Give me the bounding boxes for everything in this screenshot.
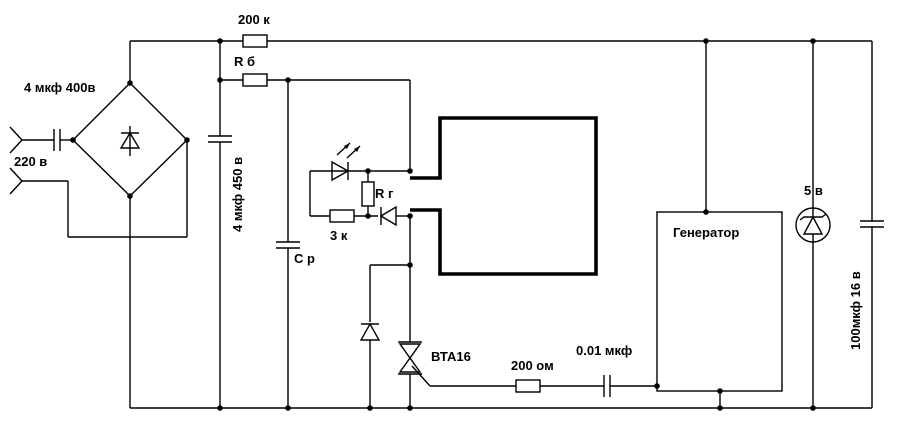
mains-input — [9, 126, 73, 195]
resistor-rg-label: R г — [375, 186, 394, 201]
vertical-diode-icon — [359, 322, 381, 341]
indicator-network — [309, 142, 413, 227]
capacitor-100uf — [860, 41, 884, 408]
load-element — [410, 116, 598, 276]
capacitor-cp — [276, 80, 300, 411]
diode-icon — [379, 205, 397, 227]
triac-circuit — [359, 216, 660, 411]
triac-label: ВТА16 — [431, 349, 471, 364]
mains-voltage-label: 220 в — [14, 154, 47, 169]
resistor-rg — [361, 181, 375, 207]
resistor-3k-label: 3 к — [330, 228, 348, 243]
light-emission-icon — [336, 142, 361, 159]
triac-icon — [398, 341, 431, 387]
capacitor-cp-label: С р — [294, 251, 315, 266]
zener-label: 5 в — [804, 183, 823, 198]
generator-block — [656, 38, 783, 411]
resistor-200ohm — [515, 379, 541, 393]
resistor-200k — [242, 34, 268, 48]
generator-label: Генератор — [673, 225, 739, 240]
zener-icon — [799, 208, 827, 242]
resistor-rb — [242, 73, 268, 87]
diode-bridge — [70, 80, 190, 199]
resistor-200k-label: 200 к — [238, 12, 270, 27]
input-capacitor-label: 4 мкф 400в — [24, 80, 95, 95]
filter-capacitor — [208, 38, 232, 411]
resistor-3k — [329, 209, 355, 223]
filter-capacitor-label: 4 мкф 450 в — [230, 157, 245, 232]
capacitor-001-label: 0.01 мкф — [576, 343, 632, 358]
rb-branch — [220, 73, 411, 171]
capacitor-100uf-label: 100мкф 16 в — [848, 271, 863, 350]
led-icon — [331, 160, 350, 182]
zener-diode — [795, 38, 831, 411]
resistor-200ohm-label: 200 ом — [511, 358, 554, 373]
resistor-rb-label: R б — [234, 54, 255, 69]
bridge-diode-icon — [119, 126, 141, 156]
